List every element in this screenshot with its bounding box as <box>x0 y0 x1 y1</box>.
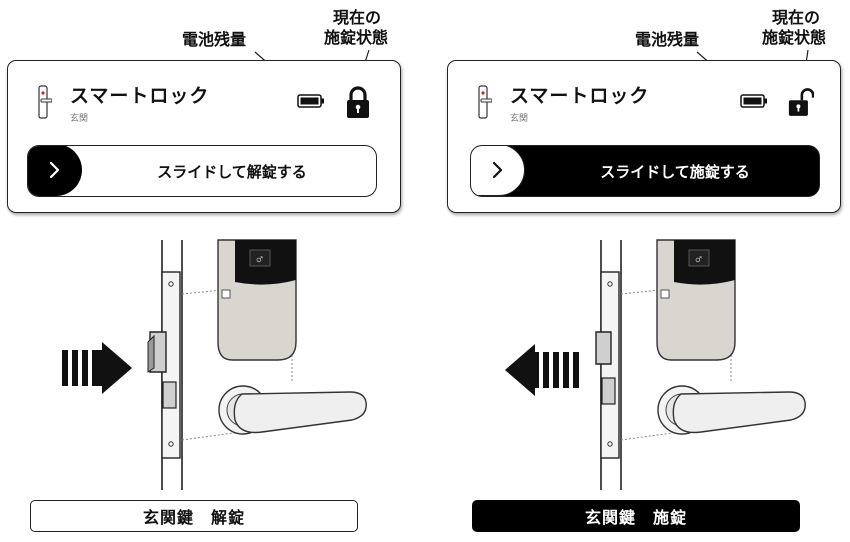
unlocked-padlock-icon <box>788 88 814 116</box>
locked-state-panel: 電池残量 現在の 施錠状態 スマートロック 玄関 <box>425 0 850 542</box>
state-annotation-line2: 施錠状態 <box>324 28 389 47</box>
lock-faceplate <box>600 271 620 459</box>
direction-arrow-left-icon <box>505 344 579 396</box>
slide-to-lock-slider[interactable]: スライドして施錠する <box>470 145 820 197</box>
locked-padlock-icon <box>347 86 369 118</box>
smart-lock-card[interactable]: スマートロック 玄関 スライドして施錠する <box>447 60 841 213</box>
lever-handle <box>233 391 367 434</box>
lock-location: 玄関 <box>70 114 89 124</box>
slider-label: スライドして施錠する <box>600 163 750 181</box>
slider-knob[interactable] <box>471 146 525 196</box>
lock-name: スマートロック <box>510 85 650 107</box>
door-lock-device-icon <box>38 85 52 119</box>
caption-unlocked: 玄関鍵 解錠 <box>30 500 358 532</box>
slider-knob[interactable] <box>28 146 82 196</box>
state-annotation-line2: 施錠状態 <box>762 28 827 47</box>
battery-annotation: 電池残量 <box>182 30 247 49</box>
door-lock-illustration-unlocked: ♂ <box>62 239 367 490</box>
deadbolt <box>595 331 612 365</box>
svg-text:♂: ♂ <box>695 255 702 264</box>
chevron-right-icon <box>492 161 503 179</box>
smart-lock-card[interactable]: スマートロック 玄関 スライドして解錠する <box>7 60 401 213</box>
state-annotation-line1: 現在の <box>772 8 821 27</box>
caption-locked: 玄関鍵 施錠 <box>472 500 800 532</box>
door-lock-device-icon <box>478 85 492 119</box>
lever-handle <box>672 391 806 434</box>
battery-full-icon <box>740 94 767 108</box>
lock-location: 玄関 <box>510 114 529 124</box>
state-annotation-line1: 現在の <box>333 8 382 27</box>
slider-label: スライドして解錠する <box>157 163 307 181</box>
svg-text:♂: ♂ <box>256 255 263 264</box>
door-lock-illustration-locked: ♂ <box>505 239 806 490</box>
unlocked-state-panel: 電池残量 現在の 施錠状態 スマートロック 玄関 <box>7 8 401 532</box>
chevron-right-icon <box>49 161 60 179</box>
battery-full-icon <box>297 94 324 108</box>
direction-arrow-right-icon <box>62 342 132 394</box>
lock-name: スマートロック <box>70 85 210 107</box>
slide-to-unlock-slider[interactable]: スライドして解錠する <box>27 145 377 197</box>
battery-annotation: 電池残量 <box>635 30 700 49</box>
